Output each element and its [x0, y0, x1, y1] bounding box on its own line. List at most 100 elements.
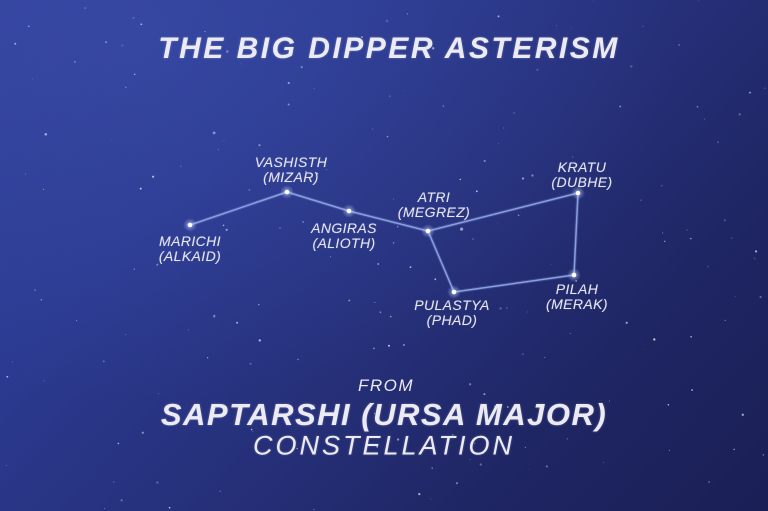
background-star [442, 105, 445, 107]
background-star [498, 143, 499, 145]
star-label-dubhe: KRATU(DUBHE) [551, 160, 612, 190]
background-star [432, 47, 435, 50]
background-star [418, 492, 421, 496]
background-star [24, 173, 27, 175]
background-star [668, 449, 670, 451]
background-star [359, 384, 361, 386]
background-star [141, 431, 144, 434]
constellation-line-megrez-dubhe [427, 192, 579, 232]
star-merak [571, 272, 577, 278]
background-star [104, 507, 106, 509]
background-star [27, 25, 30, 28]
background-star [603, 461, 605, 463]
star-western-name: (PHAD) [426, 312, 478, 328]
background-star [74, 61, 76, 63]
background-star [252, 431, 254, 433]
background-star [450, 209, 453, 211]
background-star [6, 375, 9, 378]
background-star [724, 319, 726, 322]
background-star [619, 105, 622, 108]
background-star [133, 268, 135, 270]
background-star [450, 435, 452, 438]
background-star [105, 41, 108, 44]
star-sanskrit-name: ANGIRAS [311, 220, 377, 236]
background-star [133, 73, 136, 76]
background-star [279, 227, 281, 229]
background-star [34, 289, 36, 291]
star-mizar [284, 189, 290, 195]
background-star [236, 321, 239, 324]
background-star [707, 265, 710, 268]
footer-constellation-name: SAPTARSHI (URSA MAJOR) [160, 397, 608, 432]
background-star [455, 482, 459, 485]
background-star [555, 25, 558, 27]
background-star [258, 144, 261, 147]
background-star [43, 379, 46, 382]
background-star [43, 188, 45, 190]
star-megrez [425, 228, 431, 234]
background-star [731, 237, 733, 239]
poster-title: THE BIG DIPPER ASTERISM [158, 32, 620, 65]
background-star [120, 499, 123, 502]
background-star [139, 187, 142, 190]
background-star [479, 463, 482, 466]
background-star [373, 412, 376, 415]
background-star [678, 44, 680, 46]
background-star [430, 498, 432, 500]
background-star [373, 347, 375, 350]
background-star [483, 159, 486, 163]
background-star [388, 95, 391, 98]
background-star [521, 353, 524, 356]
background-star [513, 112, 515, 114]
background-star [696, 105, 699, 108]
background-star [483, 393, 486, 396]
background-star [217, 149, 219, 151]
star-label-mizar: VASHISTH(MIZAR) [255, 155, 327, 185]
background-star [762, 454, 765, 456]
background-star [325, 168, 328, 171]
background-star [258, 304, 260, 306]
background-star [313, 508, 315, 511]
background-star [376, 445, 379, 448]
background-star [661, 185, 663, 187]
background-star [717, 141, 719, 144]
background-star [222, 224, 225, 227]
star-western-name: (MEGREZ) [397, 204, 471, 220]
background-star [377, 263, 380, 265]
background-star [248, 189, 250, 191]
background-star [156, 481, 159, 484]
background-star [572, 156, 574, 158]
star-sanskrit-name: KRATU [557, 159, 607, 175]
background-star [293, 166, 294, 168]
background-star [763, 87, 766, 90]
background-star [84, 7, 86, 9]
background-star [524, 446, 527, 448]
background-star [496, 222, 498, 224]
star-sanskrit-name: ATRI [417, 189, 451, 205]
background-star [690, 237, 692, 240]
background-star [219, 490, 221, 493]
background-star [625, 321, 628, 324]
background-star [528, 468, 530, 470]
background-star [296, 447, 298, 450]
background-star [691, 389, 694, 391]
background-star [168, 506, 171, 509]
background-star [387, 344, 391, 347]
background-star [531, 174, 534, 177]
background-star [389, 315, 392, 318]
background-star [40, 298, 43, 301]
background-star [206, 357, 209, 359]
constellation-line-megrez-phad [427, 230, 455, 293]
background-star [434, 278, 437, 281]
background-star [132, 16, 135, 19]
star-label-alioth: ANGIRAS(ALIOTH) [311, 221, 377, 251]
constellation-line-merak-dubhe [573, 192, 579, 276]
background-star [608, 400, 611, 402]
background-star [12, 361, 13, 363]
background-star [403, 344, 405, 346]
background-star [517, 214, 520, 216]
background-star [240, 63, 242, 65]
star-label-megrez: ATRI(MEGREZ) [398, 190, 470, 220]
background-star [475, 190, 478, 193]
